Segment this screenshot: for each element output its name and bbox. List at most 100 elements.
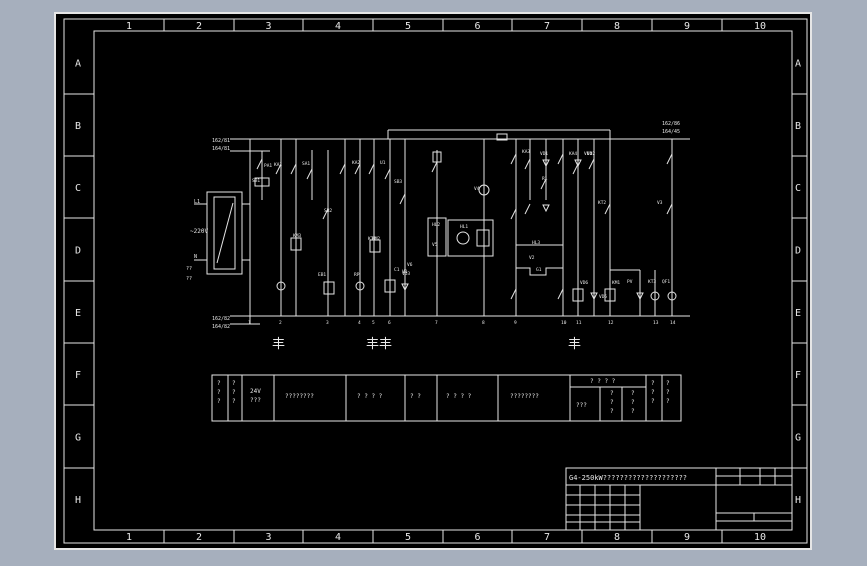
column-label-bottom: 2 (196, 532, 202, 543)
terminal-number: 3 (326, 320, 329, 326)
row-label-right: F (795, 370, 801, 381)
component-label: SA1 (302, 161, 310, 167)
input-voltage-label: ~220V (190, 228, 208, 235)
table-cell-text: ? (651, 380, 655, 387)
component-label: KT2 (598, 200, 606, 206)
component-label: VD3 (402, 271, 410, 277)
component-label: SB3 (394, 179, 402, 185)
row-label-left: F (75, 370, 81, 381)
column-label-top: 8 (614, 21, 620, 32)
supply-right-1: 162/86 (662, 121, 680, 127)
column-label-top: 4 (335, 21, 341, 32)
zone-markers (64, 19, 807, 543)
component-label: KM2 (372, 236, 380, 242)
supply-right-2: 164/45 (662, 129, 680, 135)
section-mark-1: 丰 (272, 337, 285, 352)
column-label-bottom: 1 (126, 532, 132, 543)
table-cell-text: 24V (250, 388, 261, 395)
table-cell-text: ? (651, 398, 655, 405)
table-cell-text: ? (232, 389, 236, 396)
table-cell-text: ? (217, 389, 221, 396)
component-label: V2 (529, 255, 535, 261)
terminal-number: 13 (653, 320, 659, 326)
row-label-right: E (795, 308, 801, 319)
row-label-right: G (795, 433, 801, 444)
component-label: HL2 (432, 222, 440, 228)
schematic-labels: 162/81 164/81 162/82 164/82 162/86 164/4… (186, 121, 680, 330)
table-cell-text: ??? (576, 402, 587, 409)
component-label: SB2 (324, 208, 332, 214)
table-cell-text: ? (217, 380, 221, 387)
component-label: VD4 (584, 151, 592, 157)
column-label-top: 5 (405, 21, 411, 32)
column-label-top: 7 (544, 21, 550, 32)
table-cell-text: ???????? (510, 393, 539, 400)
column-label-bottom: 8 (614, 532, 620, 543)
component-label: PA1 (264, 163, 272, 169)
supply-bottom-1: 162/82 (212, 316, 230, 322)
unknown-label-1: ?? (186, 266, 192, 272)
supply-bottom-2: 164/82 (212, 324, 230, 330)
supply-top-2: 164/81 (212, 146, 230, 152)
table-cell-text: ??? (250, 397, 261, 404)
unknown-label-2: ?? (186, 276, 192, 282)
component-label: V4 (474, 186, 480, 192)
component-label: KA1 (274, 162, 282, 168)
table-cell-text: ???????? (285, 393, 314, 400)
terminal-number: 4 (358, 320, 361, 326)
component-label: EB1 (318, 272, 326, 278)
terminal-number: 7 (435, 320, 438, 326)
component-label: V5 (432, 242, 438, 248)
section-mark-2: 丰丰 (366, 337, 392, 352)
description-table (211, 374, 682, 422)
row-label-right: B (795, 121, 801, 132)
table-cell-text: ? ? ? ? (446, 393, 472, 400)
terminal-number: 11 (576, 320, 582, 326)
component-label: KT3 (648, 279, 656, 285)
table-cell-text: ? (610, 399, 614, 406)
terminal-number: 14 (670, 320, 676, 326)
row-label-right: H (795, 495, 801, 506)
title-block (565, 467, 793, 531)
terminal-number: 2 (279, 320, 282, 326)
component-label: KM1 (612, 280, 620, 286)
column-label-top: 2 (196, 21, 202, 32)
component-label: V3 (657, 200, 663, 206)
row-label-right: C (795, 183, 801, 194)
component-label: KT1 (368, 236, 376, 242)
description-table-text: ??????24V???????????? ? ? ?? ?? ? ? ????… (217, 378, 670, 415)
terminal-number: 5 (372, 320, 375, 326)
table-cell-text: ? (631, 399, 635, 406)
component-label: QF1 (662, 279, 670, 285)
column-label-bottom: 3 (266, 532, 272, 543)
component-label: VD5 (599, 294, 607, 300)
component-label: U1 (380, 160, 386, 166)
component-label: HL1 (460, 224, 468, 230)
column-label-bottom: 9 (684, 532, 690, 543)
component-label: VD1 (540, 151, 548, 157)
row-label-left: D (75, 246, 81, 257)
circuit-schematic (194, 129, 690, 325)
table-cell-text: ? ? ? ? (357, 393, 383, 400)
section-mark-3: 丰 (568, 337, 581, 352)
column-label-bottom: 4 (335, 532, 341, 543)
column-label-bottom: 7 (544, 532, 550, 543)
component-label: RP (354, 272, 360, 278)
table-cell-text: ? (232, 398, 236, 405)
table-cell-text: ? (666, 380, 670, 387)
terminal-number: 6 (388, 320, 391, 326)
row-label-left: G (75, 433, 81, 444)
table-cell-text: ? (610, 408, 614, 415)
component-label: SB1 (252, 178, 260, 184)
table-cell-text: ? (666, 389, 670, 396)
terminal-number: 8 (482, 320, 485, 326)
component-label: PV (627, 279, 633, 285)
terminal-number: 1 (248, 320, 251, 326)
row-label-left: A (75, 59, 81, 70)
terminal-number: 12 (608, 320, 614, 326)
component-label: KA4 (569, 151, 577, 157)
